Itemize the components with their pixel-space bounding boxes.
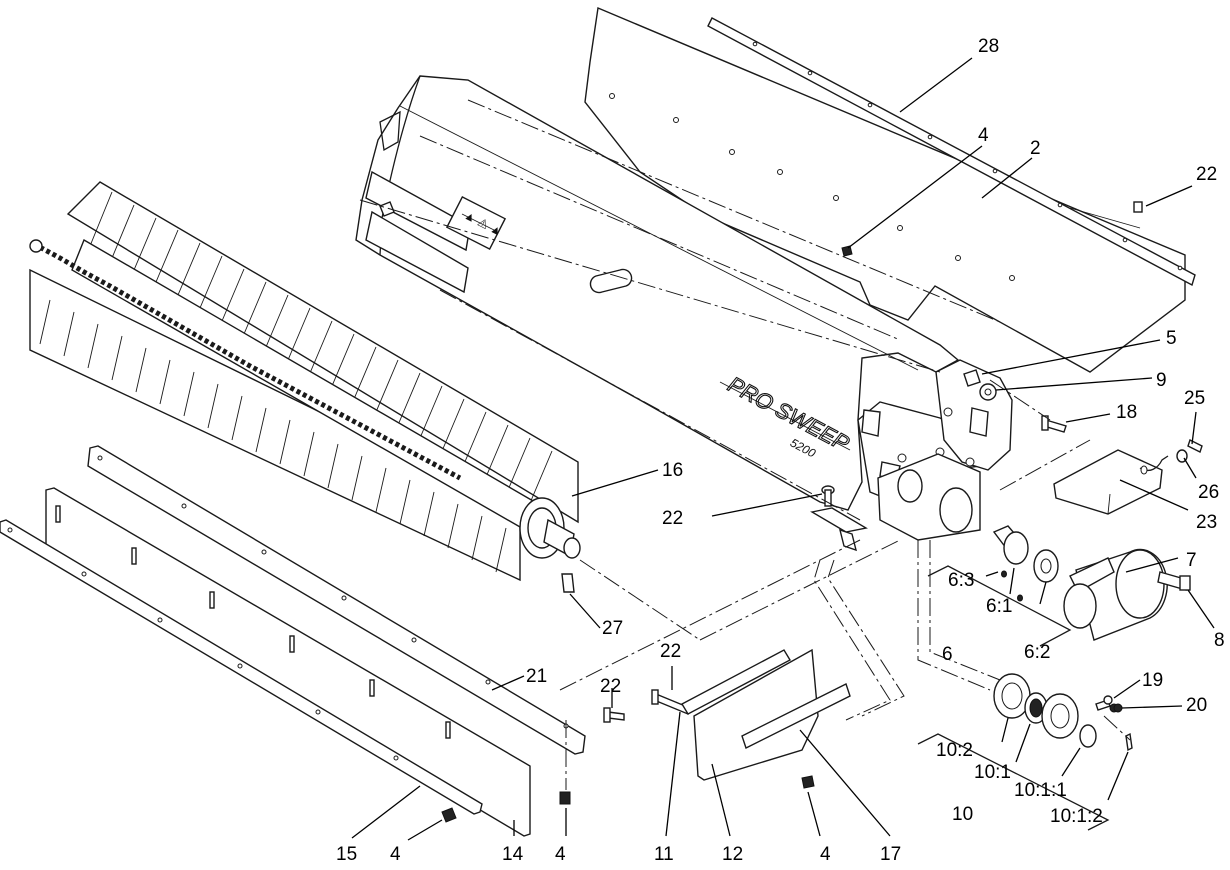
callout-10-2: 10:2 [936,740,973,761]
callout-22-mid: 22 [662,508,683,529]
callout-10-1-1: 10:1:1 [1014,780,1067,801]
hardware [441,201,1203,823]
callout-19: 19 [1142,670,1163,691]
side-plates [681,648,851,781]
callout-10-1: 10:1 [974,762,1011,783]
callout-labels: 28 4 2 22 5 9 18 25 26 23 16 22 7 6:3 8 … [336,36,1225,865]
callout-17: 17 [880,844,901,865]
strip-15 [0,519,483,815]
callout-22: 22 [1196,164,1217,185]
brush-roll [29,181,581,593]
callout-9: 9 [1156,370,1167,391]
group-brackets [917,565,1110,831]
leader-lines [351,57,1215,841]
callout-8: 8 [1214,630,1225,651]
callout-4: 4 [978,125,989,146]
callout-25: 25 [1184,388,1205,409]
callout-28: 28 [978,36,999,57]
callout-6: 6 [942,644,953,665]
strip-21 [87,445,586,755]
callout-18: 18 [1116,402,1137,423]
rear-flap-panel [584,7,1186,373]
callout-12: 12 [722,844,743,865]
callout-21: 21 [526,666,547,687]
callout-6-3: 6:3 [948,570,974,591]
bearing-assembly [993,673,1133,752]
callout-16: 16 [662,460,683,481]
callout-27: 27 [602,618,623,639]
callout-11: 11 [654,844,674,865]
callout-26: 26 [1198,482,1219,503]
callout-4-d: 4 [820,844,831,865]
callout-20: 20 [1186,695,1207,716]
callout-10-1-2: 10:1:2 [1050,806,1103,827]
callout-14: 14 [502,844,524,865]
callout-2: 2 [1030,138,1041,159]
top-strip [707,17,1196,287]
drive-assembly [877,453,1191,641]
brush-pin-27 [561,573,575,593]
mount-bracket [1053,449,1169,515]
callout-22-side: 22 [660,641,681,662]
callout-6-1: 6:1 [986,596,1012,617]
callout-6-2: 6:2 [1024,642,1050,663]
callout-4-c: 4 [555,844,566,865]
callout-4-b: 4 [390,844,401,865]
callout-5: 5 [1166,328,1177,349]
callout-23: 23 [1196,512,1217,533]
callout-22-strip: 22 [600,676,621,697]
callout-7: 7 [1186,550,1197,571]
assembly-lines [359,99,1131,790]
callout-10: 10 [952,804,973,825]
callout-15: 15 [336,844,357,865]
